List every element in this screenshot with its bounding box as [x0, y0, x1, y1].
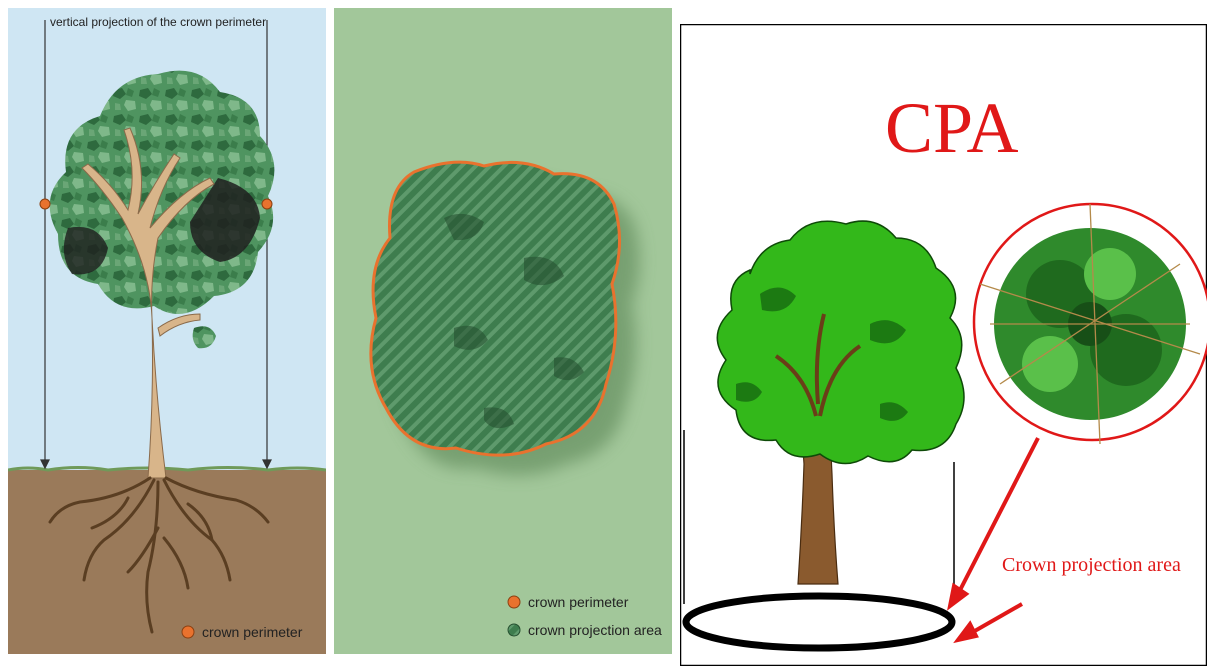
cpa-illustration: CPA — [680, 24, 1207, 666]
crown-area-panel: crown perimeter crown projection area — [334, 8, 672, 654]
cpa-title: CPA — [885, 88, 1018, 168]
cpa-panel: CPA — [680, 24, 1207, 666]
ground-projection-ellipse — [686, 596, 952, 648]
legend-area-swatch — [508, 624, 520, 636]
crown-area-illustration: crown perimeter crown projection area — [334, 8, 672, 654]
legend-perimeter-dot — [508, 596, 520, 608]
cpa-annotation: Crown projection area — [1002, 554, 1181, 576]
tree-projection-panel: vertical projection of the crown perimet… — [8, 8, 326, 654]
projection-label: vertical projection of the crown perimet… — [50, 15, 266, 29]
legend-perimeter-dot — [182, 626, 194, 638]
legend-area-label: crown projection area — [528, 622, 662, 638]
perimeter-dot-left — [40, 199, 50, 209]
grass-line — [8, 468, 326, 471]
tree-projection-illustration: vertical projection of the crown perimet… — [8, 8, 326, 654]
legend-perimeter-label: crown perimeter — [528, 594, 629, 610]
legend-perimeter-label: crown perimeter — [202, 624, 303, 640]
perimeter-dot-right — [262, 199, 272, 209]
